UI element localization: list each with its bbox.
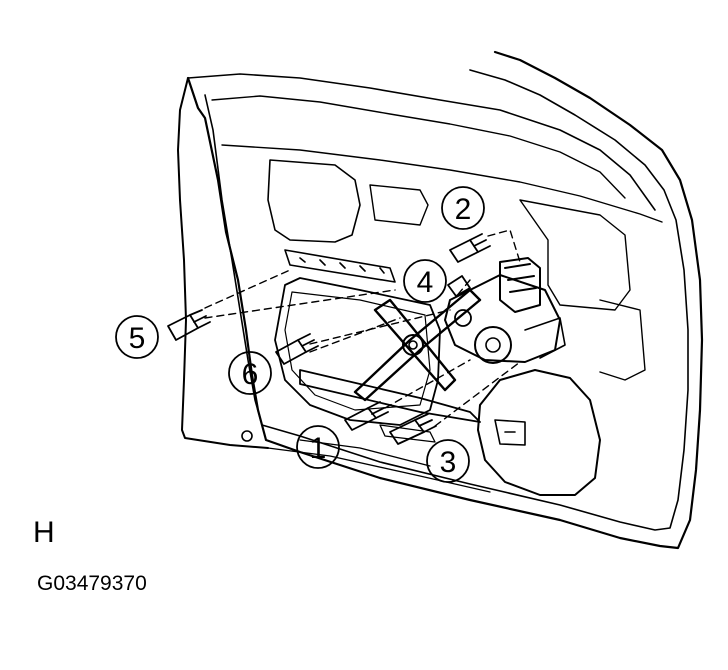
leader-lines [204, 229, 521, 427]
callout-label-5: 5 [129, 322, 146, 355]
callout-circle-2 [441, 186, 485, 230]
callout-label-3: 3 [440, 446, 457, 479]
window-frame-inner [211, 95, 626, 199]
view-letter: H [33, 516, 55, 549]
bolt-3 [389, 413, 437, 445]
glass-guide-rail [284, 249, 396, 283]
motor-mount-boss [454, 309, 472, 327]
door-belt-line [221, 144, 663, 223]
bolt-2 [449, 233, 491, 263]
window-frame-top [187, 73, 656, 211]
motor-gear-center [485, 337, 501, 353]
callout-label-6: 6 [242, 358, 259, 391]
door-outer-outline [186, 50, 704, 550]
speaker-bracket [494, 419, 526, 446]
regulator-arm-b [373, 298, 457, 392]
regulator-pivot-center [408, 340, 418, 350]
regulator-motor-body [444, 274, 561, 363]
regulator-pivot [402, 334, 424, 356]
callout-circle-1 [296, 425, 340, 469]
regulator-lower-bracket [299, 369, 481, 423]
upper-access-hole-right [369, 184, 429, 226]
bolt-1 [344, 401, 389, 431]
lower-door-channel [267, 439, 491, 493]
callout-label-2: 2 [455, 193, 472, 226]
door-drain-hole [241, 430, 253, 442]
motor-gear-housing [474, 326, 512, 364]
main-access-opening-inner [284, 291, 431, 411]
motor-side-bracket [524, 317, 566, 359]
callout-circle-4 [403, 259, 447, 303]
motor-connector [499, 257, 541, 313]
callout-circle-6 [228, 351, 272, 395]
door-inner-frame [204, 69, 689, 531]
bolt-6 [275, 333, 319, 365]
callout-label-1: 1 [310, 432, 327, 465]
upper-access-hole-left [267, 159, 361, 243]
door-trim-clip [379, 424, 436, 443]
speaker-opening [477, 369, 601, 496]
callout-circle-3 [426, 439, 470, 483]
main-access-opening [274, 277, 441, 426]
upper-right-panel [519, 199, 631, 311]
door-front-edge [177, 77, 269, 449]
callout-label-4: 4 [417, 266, 434, 299]
lower-right-opening [599, 299, 646, 381]
callout-circle-5 [115, 315, 159, 359]
bolt-5 [167, 309, 211, 341]
bolt-4 [447, 275, 471, 297]
figure-code: G03479370 [37, 572, 147, 595]
